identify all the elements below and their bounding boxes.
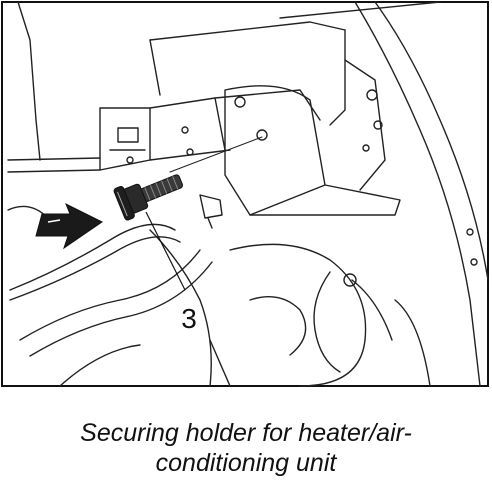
body-pillar <box>7 1 441 173</box>
side-panel <box>344 1 489 387</box>
illustration <box>1 1 489 387</box>
lower-housing <box>149 229 431 387</box>
alignment-leader <box>169 136 263 173</box>
heater-holder-bracket <box>99 85 401 229</box>
callout-leader-line <box>145 211 186 291</box>
caption-line-1: Securing holder for heater/air- <box>80 419 412 447</box>
direction-arrow-icon <box>35 197 103 250</box>
callout-number: 3 <box>181 303 197 334</box>
figure-caption: Securing holder for heater/air- conditio… <box>0 418 492 478</box>
screw-bolt-icon <box>113 174 183 221</box>
caption-line-2: conditioning unit <box>155 449 337 477</box>
illustration-frame <box>1 1 489 387</box>
